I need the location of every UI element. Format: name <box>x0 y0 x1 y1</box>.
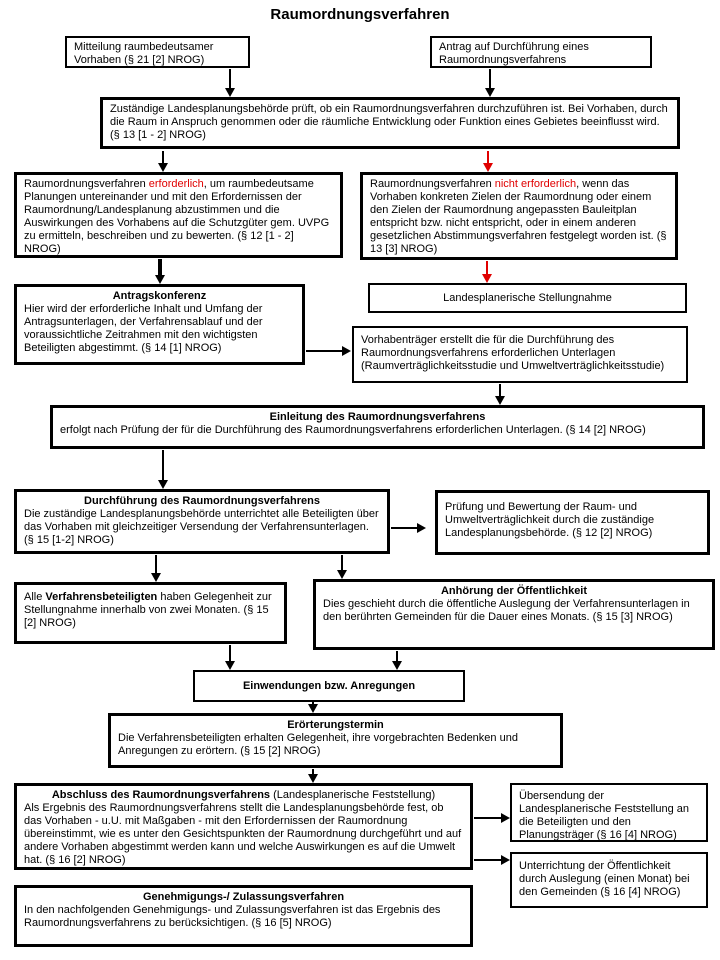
connector-pruefung-to-erforderlich <box>158 151 168 172</box>
box-mitteilung-text: Mitteilung raumbedeutsamer Vorhaben (§ 2… <box>74 41 214 66</box>
box-unterrichtung-text: Unterrichtung der Öffentlichkeit durch A… <box>519 860 690 898</box>
connector-beteiligte-to-einwendungen <box>225 645 235 670</box>
connector-einwendungen-to-eroerterung <box>308 702 318 713</box>
box-beteiligte-pre: Alle <box>24 591 46 603</box>
box-einleitung: Einleitung des Raumordnungsverfahrens er… <box>50 405 705 449</box>
box-nicht-erforderlich-post: , wenn das Vorhaben konkreten Zielen der… <box>370 178 667 255</box>
box-abschluss: Abschluss des Raumordnungsverfahrens (La… <box>14 783 473 870</box>
box-uebersendung-text: Übersendung der Landesplanerische Festst… <box>519 790 690 841</box>
box-durchfuehrung-title: Durchführung des Raumordnungsverfahrens <box>84 495 320 507</box>
connector-erforderlich-to-antragskonferenz <box>155 259 165 284</box>
connector-eroerterung-to-abschluss <box>308 769 318 783</box>
box-abschluss-body: Als Ergebnis des Raumordnungsverfahrens … <box>24 802 462 866</box>
box-pruefung: Zuständige Landesplanungsbehörde prüft, … <box>100 97 680 149</box>
box-antragskonferenz-body: Hier wird der erforderliche Inhalt und U… <box>24 303 263 354</box>
box-beteiligte-post: haben Gelegenheit zur Stellungnahme inne… <box>24 591 272 629</box>
box-beteiligte: Alle Verfahrensbeteiligten haben Gelegen… <box>14 582 287 644</box>
box-genehmigung-body: In den nachfolgenden Genehmigungs- und Z… <box>24 904 441 929</box>
box-anhoerung-body: Dies geschieht durch die öffentliche Aus… <box>323 598 690 623</box>
connector-durchfuehrung-to-beteiligte <box>151 555 161 582</box>
box-einleitung-body: erfolgt nach Prüfung der für die Durchfü… <box>60 424 646 436</box>
box-stellungnahme-text: Landesplanerische Stellungnahme <box>443 292 612 304</box>
connector-anhoerung-to-einwendungen <box>392 651 402 670</box>
connector-nicht-erforderlich-to-stellungnahme <box>482 261 492 283</box>
box-anhoerung-title: Anhörung der Öffentlichkeit <box>440 585 588 597</box>
box-vorhabentraeger: Vorhabenträger erstellt die für die Durc… <box>352 326 688 383</box>
box-bewertung: Prüfung und Bewertung der Raum- und Umwe… <box>435 490 710 555</box>
box-nicht-erforderlich: Raumordnungsverfahren nicht erforderlich… <box>360 172 678 260</box>
box-anhoerung: Anhörung der Öffentlichkeit Dies geschie… <box>313 579 715 650</box>
box-beteiligte-bold: Verfahrensbeteiligten <box>45 591 158 603</box>
box-antragskonferenz-title: Antragskonferenz <box>112 290 207 302</box>
page-title: Raumordnungsverfahren <box>270 6 450 23</box>
box-erforderlich-pre: Raumordnungsverfahren <box>24 178 149 190</box>
connector-vorhabentraeger-to-einleitung <box>495 384 505 405</box>
box-eroerterungstermin: Erörterungstermin Die Verfahrensbeteilig… <box>108 713 563 768</box>
box-abschluss-title-suffix: (Landesplanerische Feststellung) <box>270 789 436 801</box>
box-genehmigung: Genehmigungs-/ Zulassungsverfahren In de… <box>14 885 473 947</box>
connector-antragskonferenz-to-vorhabentraeger <box>306 346 351 356</box>
box-durchfuehrung-body: Die zuständige Landesplanungsbehörde unt… <box>24 508 379 546</box>
connector-einleitung-to-durchfuehrung <box>158 450 168 489</box>
box-durchfuehrung: Durchführung des Raumordnungsverfahrens … <box>14 489 390 554</box>
connector-antrag-to-pruefung <box>485 69 495 97</box>
box-antrag: Antrag auf Durchführung eines Raumordnun… <box>430 36 652 68</box>
connector-durchfuehrung-to-bewertung <box>391 523 426 533</box>
box-bewertung-text: Prüfung und Bewertung der Raum- und Umwe… <box>445 501 655 539</box>
connector-abschluss-to-uebersendung <box>474 813 510 823</box>
box-einwendungen: Einwendungen bzw. Anregungen <box>193 670 465 702</box>
box-mitteilung: Mitteilung raumbedeutsamer Vorhaben (§ 2… <box>65 36 250 68</box>
box-stellungnahme: Landesplanerische Stellungnahme <box>368 283 687 313</box>
box-erforderlich-post: , um raumbedeutsame Planungen untereinan… <box>24 178 330 255</box>
box-nicht-erforderlich-pre: Raumordnungsverfahren <box>370 178 495 190</box>
connector-mitteilung-to-pruefung <box>225 69 235 97</box>
box-erforderlich-highlight: erforderlich <box>148 178 204 190</box>
box-antrag-text: Antrag auf Durchführung eines Raumordnun… <box>439 41 589 66</box>
box-einleitung-title: Einleitung des Raumordnungsverfahrens <box>269 411 486 423</box>
box-eroerterungstermin-body: Die Verfahrensbeteiligten erhalten Geleg… <box>118 732 518 757</box>
box-eroerterungstermin-title: Erörterungstermin <box>287 719 384 731</box>
box-antragskonferenz: Antragskonferenz Hier wird der erforderl… <box>14 284 305 365</box>
box-abschluss-title: Abschluss des Raumordnungsverfahrens <box>51 789 271 801</box>
connector-abschluss-to-unterrichtung <box>474 855 510 865</box>
box-uebersendung: Übersendung der Landesplanerische Festst… <box>510 783 708 842</box>
box-einwendungen-text: Einwendungen bzw. Anregungen <box>242 680 416 692</box>
box-pruefung-text: Zuständige Landesplanungsbehörde prüft, … <box>110 103 668 141</box>
box-vorhabentraeger-text: Vorhabenträger erstellt die für die Durc… <box>361 334 665 372</box>
connector-durchfuehrung-to-anhoerung <box>337 555 347 579</box>
box-genehmigung-title: Genehmigungs-/ Zulassungsverfahren <box>142 891 345 903</box>
box-unterrichtung: Unterrichtung der Öffentlichkeit durch A… <box>510 852 708 908</box>
box-erforderlich: Raumordnungsverfahren erforderlich, um r… <box>14 172 343 258</box>
box-nicht-erforderlich-highlight: nicht erforderlich <box>494 178 577 190</box>
connector-pruefung-to-nicht-erforderlich <box>483 151 493 172</box>
